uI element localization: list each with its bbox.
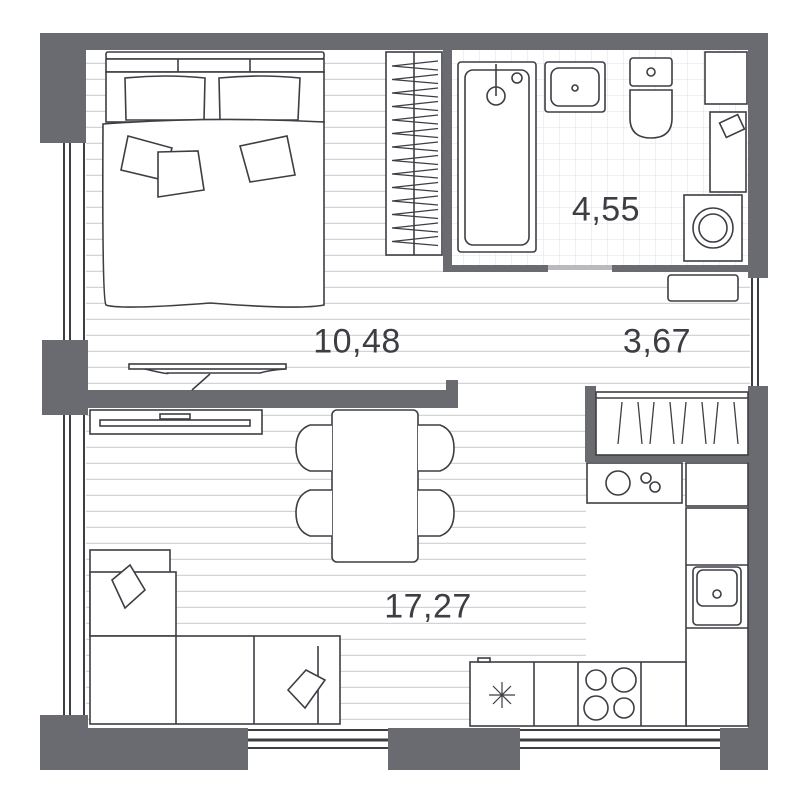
- window-left-top: [63, 142, 85, 340]
- hanger: [617, 401, 623, 445]
- hanger: [391, 114, 439, 125]
- hangers: [391, 60, 739, 445]
- bathroom-door: [548, 265, 612, 270]
- hanger: [733, 401, 739, 445]
- hanger: [669, 401, 675, 445]
- hanger: [391, 73, 439, 85]
- bathroom-counter: [709, 111, 747, 193]
- sofa: [89, 549, 341, 725]
- hanger: [391, 168, 439, 179]
- window-left-bottom: [63, 415, 85, 715]
- window-bottom-right: [520, 729, 720, 749]
- hanger: [391, 154, 439, 166]
- hanger: [391, 208, 439, 220]
- hanger: [649, 401, 655, 445]
- shoe-bench: [667, 274, 739, 302]
- hanger: [391, 195, 439, 206]
- hob-small: [586, 462, 683, 504]
- hanger: [391, 235, 439, 247]
- hanger: [391, 141, 439, 152]
- window-right: [751, 278, 759, 386]
- hanger: [391, 87, 439, 98]
- kitchen-cabinet: [685, 462, 749, 507]
- snowflake-icon: [489, 682, 515, 708]
- wardrobe-bedroom: [385, 51, 443, 256]
- room-area-living-kitchen: 17,27: [384, 587, 472, 626]
- windows: [63, 142, 759, 749]
- bathroom-shelf: [704, 51, 748, 105]
- double-bed: [102, 51, 325, 308]
- room-area-hallway: 3,67: [622, 322, 692, 361]
- fridge: [477, 657, 491, 663]
- hanger: [701, 401, 707, 445]
- hanger: [713, 401, 719, 445]
- room-area-bathroom: 4,55: [571, 190, 641, 229]
- hanger: [391, 127, 439, 139]
- hanger: [391, 181, 439, 193]
- walls: [40, 33, 768, 770]
- hanger: [391, 100, 439, 112]
- tv-bedroom: [128, 363, 287, 391]
- hanger: [391, 60, 439, 71]
- hanger: [681, 401, 687, 445]
- window-bottom-left: [248, 729, 388, 749]
- room-area-bedroom: 10,48: [313, 322, 401, 361]
- washing-machine: [683, 194, 743, 262]
- toilet: [629, 57, 673, 139]
- chairs: [295, 424, 455, 537]
- bathroom-sink: [544, 61, 606, 113]
- hanger: [391, 222, 439, 233]
- dining-table: [331, 409, 419, 563]
- tv-living: [89, 409, 263, 435]
- kitchen-counter: [469, 507, 749, 727]
- bathtub: [457, 61, 537, 253]
- hanger: [637, 401, 643, 445]
